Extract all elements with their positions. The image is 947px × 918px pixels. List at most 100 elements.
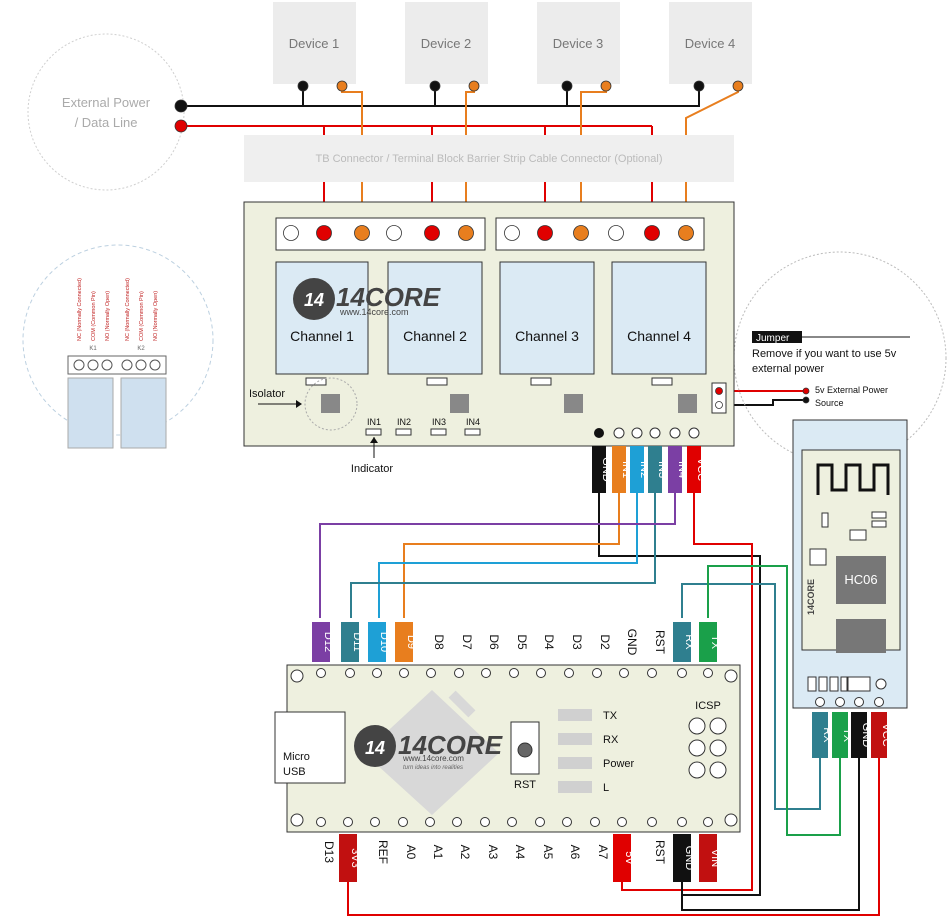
arduino-pin-d6 <box>481 668 491 678</box>
channel-label-4: Channel 4 <box>627 328 691 344</box>
arduino-pin-tab-d12-label: D12 <box>322 632 334 652</box>
terminal-strip-left <box>275 217 486 251</box>
arduino-pin-label-d3: D3 <box>570 634 584 650</box>
arduino-pin-tab-gnd-label: GND <box>683 846 695 871</box>
arduino-pin-label-a2: A2 <box>458 845 472 860</box>
terminal-screw <box>316 225 332 241</box>
channel-label-3: Channel 3 <box>515 328 579 344</box>
arduino-pin-label-d2: D2 <box>598 634 612 650</box>
header-pin-in4 <box>669 427 681 439</box>
logo-badge <box>293 278 335 320</box>
external-power-circle <box>27 33 185 191</box>
arduino-pin-tab-3v3-bg <box>339 834 357 882</box>
hc06-pin-tab-rx-label: RX <box>821 727 833 743</box>
arduino-pin-tab-d11: D11 <box>341 622 363 662</box>
power-source-label-2: Source <box>815 398 844 408</box>
led-label-rx: RX <box>603 734 619 746</box>
arduino-pin-a2 <box>452 817 462 827</box>
hc06-flash <box>836 619 886 653</box>
arduino-pin-tab-vin-bg <box>699 834 717 882</box>
arduino-pin-tab-5v: 5V <box>613 834 635 882</box>
arduino-pin-d12 <box>316 668 326 678</box>
optocoupler <box>321 394 340 413</box>
isolator-highlight <box>304 377 358 431</box>
relay-detail: K1 K2 NC (Normally Connected) COM (Commo… <box>67 278 167 449</box>
led-indicator <box>651 377 673 386</box>
relay-logo: 14 14CORE www.14core.com <box>293 278 441 320</box>
arduino-pin-tab-d10-bg <box>368 622 386 662</box>
terminal-screw <box>283 225 299 241</box>
relay-pin-tab-in4-label: IN4 <box>676 461 688 478</box>
isolator-label: Isolator <box>249 388 285 400</box>
header-pin-gnd <box>594 428 604 438</box>
in1-wire <box>403 433 620 618</box>
arduino-pin-a5 <box>535 817 545 827</box>
hc06-gnd-wire <box>681 712 860 911</box>
optocoupler <box>678 394 697 413</box>
arduino-pin-label-a1: A1 <box>431 845 445 860</box>
device-pin-black <box>693 80 705 92</box>
arduino-pin-tab-d10: D10 <box>368 622 390 662</box>
header-pin-vcc <box>688 427 700 439</box>
optocoupler <box>564 394 583 413</box>
device-pin-orange <box>336 80 348 92</box>
arduino-pin-tab-d9-bg <box>395 622 413 662</box>
arduino-pin-label-a7: A7 <box>596 845 610 860</box>
usb-label-2: USB <box>283 766 306 778</box>
terminal-screw <box>573 225 589 241</box>
terminal-screw <box>537 225 553 241</box>
micro-usb <box>274 711 346 784</box>
arduino-pin-rst <box>647 668 657 678</box>
arduino-pin-label-d5: D5 <box>515 634 529 650</box>
device-pin-orange <box>468 80 480 92</box>
terminal-label-com: COM (Common Pin) <box>139 291 145 341</box>
arduino-pin-d13 <box>316 817 326 827</box>
terminal-label-no: NO (Normally Open) <box>153 291 159 341</box>
arduino-pin-label-d8: D8 <box>432 634 446 650</box>
hc06-pin-tab-tx-label: TX <box>841 728 853 743</box>
tb-connector-label: TB Connector / Terminal Block Barrier St… <box>315 153 662 165</box>
terminal-label-nc: NC (Normally Connected) <box>77 278 83 341</box>
device-label-3: Device 3 <box>553 36 604 51</box>
arduino-pin-tab-gnd-bg <box>673 834 691 882</box>
arduino-pin-tab-vin: VIN <box>699 834 721 882</box>
relay-pin-tab-in3-label: IN3 <box>656 461 668 478</box>
arduino-pin-tab-d11-label: D11 <box>351 632 363 651</box>
arduino-pin-a1 <box>425 817 435 827</box>
led-label-tx: TX <box>603 710 618 722</box>
usb-label-1: Micro <box>283 751 310 763</box>
arduino-pin-label-a6: A6 <box>568 845 582 860</box>
terminal-strip-right <box>495 217 705 251</box>
jumper-title-bg <box>752 331 802 343</box>
hc06-chip <box>836 556 886 604</box>
arduino-pin-label-gnd: GND <box>625 629 639 656</box>
channel-label-2: Channel 2 <box>403 328 467 344</box>
external-power-label: External Power <box>62 95 151 110</box>
device-pin-black <box>561 80 573 92</box>
header-pin-in2 <box>631 427 643 439</box>
led-label-power: Power <box>603 758 635 770</box>
in-label-1: IN1 <box>367 417 381 427</box>
relay-detail-circle <box>22 244 214 436</box>
board-diamond <box>364 690 499 815</box>
arduino-pin-d10 <box>372 668 382 678</box>
channel-label-1: Channel 1 <box>290 328 354 344</box>
hc06-logo: 14CORE <box>806 579 816 615</box>
logo-url: www.14core.com <box>339 307 409 317</box>
relay-channel-3 <box>499 261 595 375</box>
jumper-red-dot <box>802 387 810 395</box>
arduino-pin-a0 <box>398 817 408 827</box>
jumper-black-dot <box>802 396 810 404</box>
terminal-screw <box>354 225 370 241</box>
arduino-pin-d4 <box>536 668 546 678</box>
arduino-pin-d3 <box>564 668 574 678</box>
arduino-pin-tab-rx: RX <box>673 622 695 662</box>
led-indicator <box>530 377 552 386</box>
arduino-pin-d7 <box>454 668 464 678</box>
in-label-3: IN3 <box>432 417 446 427</box>
arduino-pin-rx <box>677 668 687 678</box>
relay-pin-tab-gnd-label: GND <box>600 457 612 482</box>
arduino-pin-label-rst: RST <box>653 630 667 655</box>
arduino-pin-label-d7: D7 <box>460 634 474 650</box>
